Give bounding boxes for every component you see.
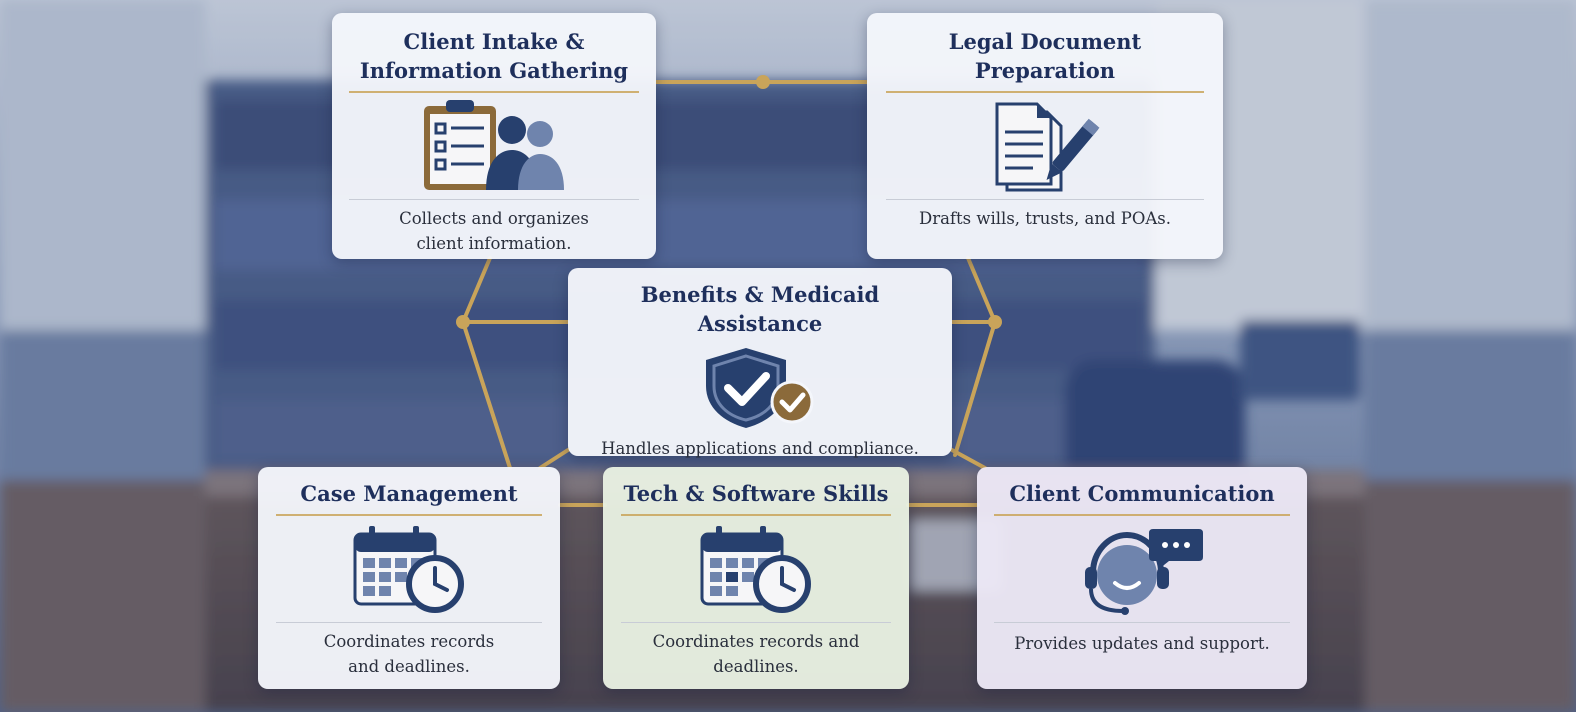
card-divider (349, 91, 639, 93)
card-title: Case Management (288, 479, 529, 508)
headset-chat-icon (994, 516, 1290, 622)
card-benefits-medicaid: Benefits & Medicaid Assistance Handles a… (568, 268, 952, 458)
card-title: Client Communication (997, 479, 1286, 508)
card-description-line: and deadlines. (348, 657, 470, 676)
card-title-line: Tech & Software Skills (623, 481, 889, 506)
card-description: Handles applications and compliance. (587, 436, 933, 461)
card-case-management: Case Management Coordinates records and (258, 467, 560, 689)
connector-upper-left (461, 256, 492, 324)
card-description-line: Provides updates and support. (1014, 634, 1270, 653)
card-title-line: Information Gathering (359, 58, 629, 83)
card-title: Benefits & Medicaid Assistance (568, 280, 952, 338)
card-separator (276, 622, 542, 623)
card-title-line: Preparation (974, 58, 1116, 83)
card-title: Client Intake & Information Gathering (348, 27, 640, 85)
card-description-line: Handles applications and compliance. (601, 439, 919, 458)
card-description: Coordinates records and deadlines. (310, 629, 509, 679)
connector-lower-left (461, 320, 512, 470)
card-description-line: Collects and organizes (399, 209, 589, 228)
connector-node-right (988, 315, 1002, 329)
connector-center-right (950, 448, 987, 470)
calendar-clock-icon (621, 516, 891, 622)
card-client-communication: Client Communication Provides updates an… (977, 467, 1307, 689)
card-legal-document: Legal Document Preparation (867, 13, 1223, 259)
document-pen-icon (886, 93, 1204, 199)
connector-node-left (456, 315, 470, 329)
connector-node-top (756, 75, 770, 89)
card-title: Legal Document Preparation (937, 27, 1154, 85)
card-separator (886, 199, 1204, 200)
connector-lower-right (953, 320, 997, 457)
card-separator (994, 622, 1290, 623)
card-description: Drafts wills, trusts, and POAs. (905, 206, 1185, 231)
card-title-line: Benefits & Medicaid Assistance (640, 282, 880, 336)
card-title: Tech & Software Skills (611, 479, 900, 508)
card-description: Coordinates records and deadlines. (639, 629, 874, 679)
card-description-line: Coordinates records (323, 632, 495, 651)
clipboard-people-icon (349, 93, 639, 199)
shield-check-icon (587, 344, 933, 430)
calendar-clock-icon (276, 516, 542, 622)
card-client-intake: Client Intake & Information Gathering (332, 13, 656, 259)
card-title-line: Case Management (300, 481, 518, 506)
card-divider (886, 91, 1204, 93)
card-description-line: deadlines. (713, 657, 799, 676)
card-divider (276, 514, 542, 516)
card-description-line: client information. (416, 234, 572, 253)
card-separator (349, 199, 639, 200)
card-description: Collects and organizes client informatio… (385, 206, 603, 256)
card-description-line: Coordinates records and (652, 632, 860, 651)
card-divider (621, 514, 891, 516)
card-description-line: Drafts wills, trusts, and POAs. (918, 209, 1172, 228)
card-title-line: Client Communication (1009, 481, 1275, 506)
card-title-line: Client Intake & (403, 29, 585, 54)
card-tech-software: Tech & Software Skills Coordinates recor… (603, 467, 909, 689)
connector-center-left (538, 448, 570, 470)
card-description: Provides updates and support. (1000, 631, 1283, 656)
card-divider (994, 514, 1290, 516)
card-title-line: Legal Document (948, 29, 1142, 54)
card-separator (621, 622, 891, 623)
connector-upper-right (966, 256, 997, 324)
